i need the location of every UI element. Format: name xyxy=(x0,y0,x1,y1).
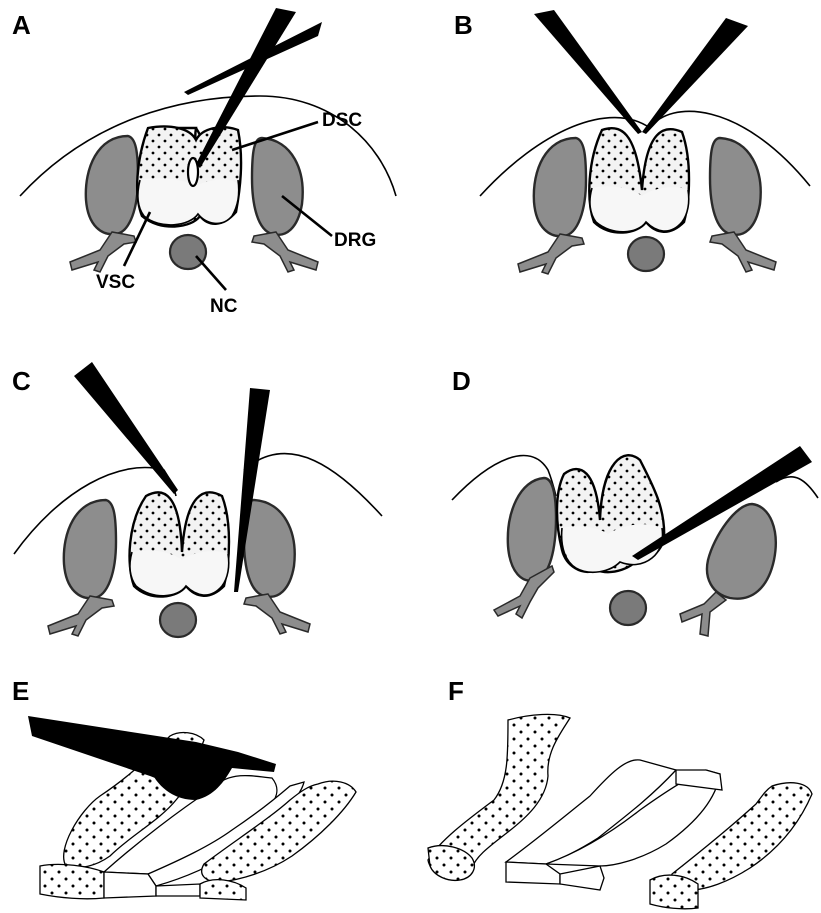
notochord xyxy=(628,237,664,271)
central-canal xyxy=(188,158,198,186)
panel-letter-f: F xyxy=(448,676,464,706)
panel-letter-d: D xyxy=(452,366,471,396)
nerve-left xyxy=(48,596,114,636)
nerve-left xyxy=(70,232,136,272)
panel-letter-e: E xyxy=(12,676,29,706)
panel-letter-c: C xyxy=(12,366,31,396)
panel-letter-a: A xyxy=(12,10,31,40)
panel-d: D xyxy=(452,366,818,636)
panel-e: E xyxy=(12,676,356,900)
panel-a: A DSC DRG VSC NC xyxy=(12,8,396,317)
drg-right xyxy=(244,500,295,597)
notochord xyxy=(170,235,206,269)
notochord xyxy=(610,591,646,625)
label-vsc: VSC xyxy=(96,272,135,293)
drg-left xyxy=(86,136,138,234)
notochord xyxy=(160,603,196,637)
needle-c1 xyxy=(74,362,178,494)
drg-left xyxy=(64,500,116,598)
needle-b2 xyxy=(642,18,748,134)
leader-nc xyxy=(196,256,226,290)
panel-c: C xyxy=(12,362,382,637)
panel-letter-b: B xyxy=(454,10,473,40)
ventral-cord xyxy=(137,178,238,224)
drg-left xyxy=(508,478,556,581)
nerve-right xyxy=(680,592,726,636)
label-nc: NC xyxy=(210,296,238,317)
drg-left xyxy=(534,138,586,236)
nerve-right xyxy=(252,232,318,272)
drg-right xyxy=(707,504,776,599)
nerve-right xyxy=(710,232,776,272)
needle-b1 xyxy=(534,10,642,134)
nerve-left xyxy=(518,234,584,274)
panel-f: F xyxy=(428,676,812,909)
panel-b: B xyxy=(454,10,810,274)
label-dsc: DSC xyxy=(322,110,362,131)
drg-right xyxy=(710,138,761,235)
drg-right xyxy=(252,138,303,235)
nerve-right xyxy=(244,594,310,634)
label-drg: DRG xyxy=(334,230,376,251)
